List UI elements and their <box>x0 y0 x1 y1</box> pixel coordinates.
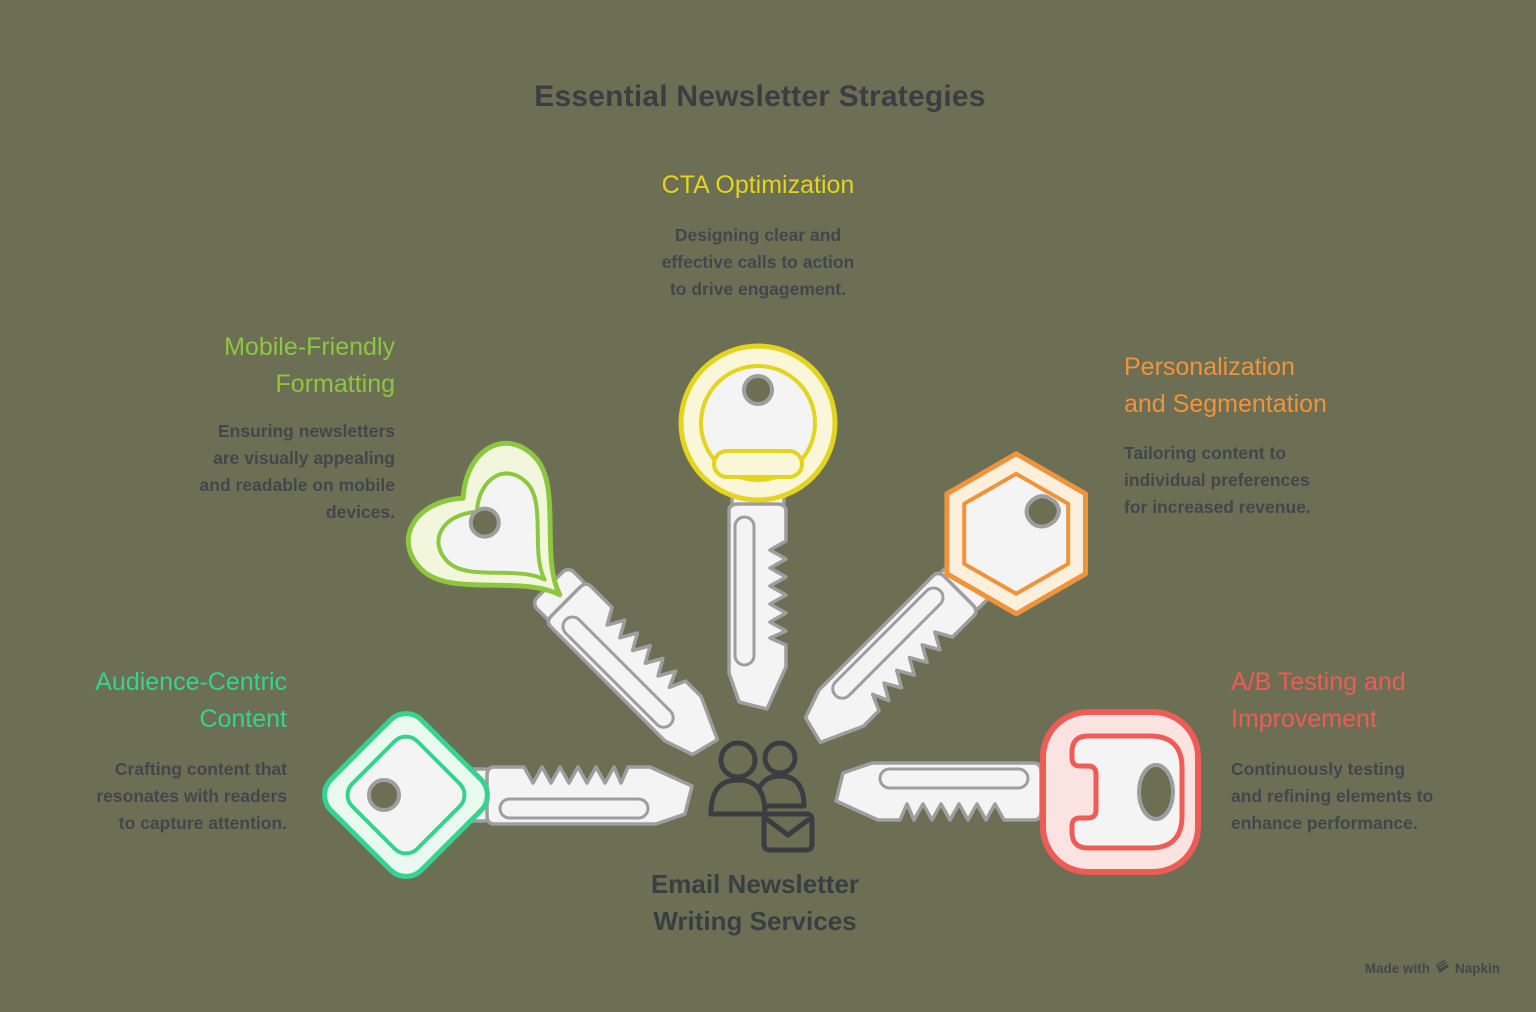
key-icon-personalization-and-segmentation <box>717 393 1157 833</box>
key-icon-ab-testing-and-improvement <box>790 572 1230 1012</box>
strategy-title-audience-centric-content: Audience-Centric Content <box>95 668 287 733</box>
people-email-icon <box>700 736 818 863</box>
watermark-prefix: Made with <box>1364 960 1430 976</box>
strategy-title-personalization-and-segmentation: Personalization and Segmentation <box>1124 353 1327 418</box>
strategy-desc-personalization-and-segmentation: Tailoring content to individual preferen… <box>1124 443 1311 517</box>
strategy-title-mobile-friendly-formatting: Mobile-Friendly Formatting <box>224 333 395 398</box>
center-hub-label: Email Newsletter Writing Services <box>650 869 860 936</box>
strategy-desc-cta-optimization: Designing clear and effective calls to a… <box>661 225 855 299</box>
key-icon-mobile-friendly-formatting <box>368 403 808 843</box>
napkin-icon <box>1435 959 1450 977</box>
key-graphic <box>678 343 838 711</box>
page-title: Essential Newsletter Strategies <box>534 80 986 113</box>
watermark-brand: Napkin <box>1454 960 1500 976</box>
key-graphic <box>322 711 694 879</box>
strategy-desc-mobile-friendly-formatting: Ensuring newsletters are visually appeal… <box>199 421 395 522</box>
strategy-desc-ab-testing-and-improvement: Continuously testing and refining elemen… <box>1231 759 1434 833</box>
key-graphic <box>405 440 720 757</box>
napkin-watermark[interactable]: Made with Napkin <box>1365 959 1500 977</box>
strategy-title-ab-testing-and-improvement: A/B Testing and Improvement <box>1231 668 1406 733</box>
key-graphic <box>834 709 1201 875</box>
key-icon-cta-optimization <box>538 315 978 755</box>
key-graphic <box>803 451 1088 745</box>
people-email-icon-graphic <box>708 740 815 853</box>
key-icon-audience-centric-content <box>298 575 738 1012</box>
strategy-title-cta-optimization: CTA Optimization <box>661 171 855 199</box>
strategy-desc-audience-centric-content: Crafting content that resonates with rea… <box>96 759 287 833</box>
